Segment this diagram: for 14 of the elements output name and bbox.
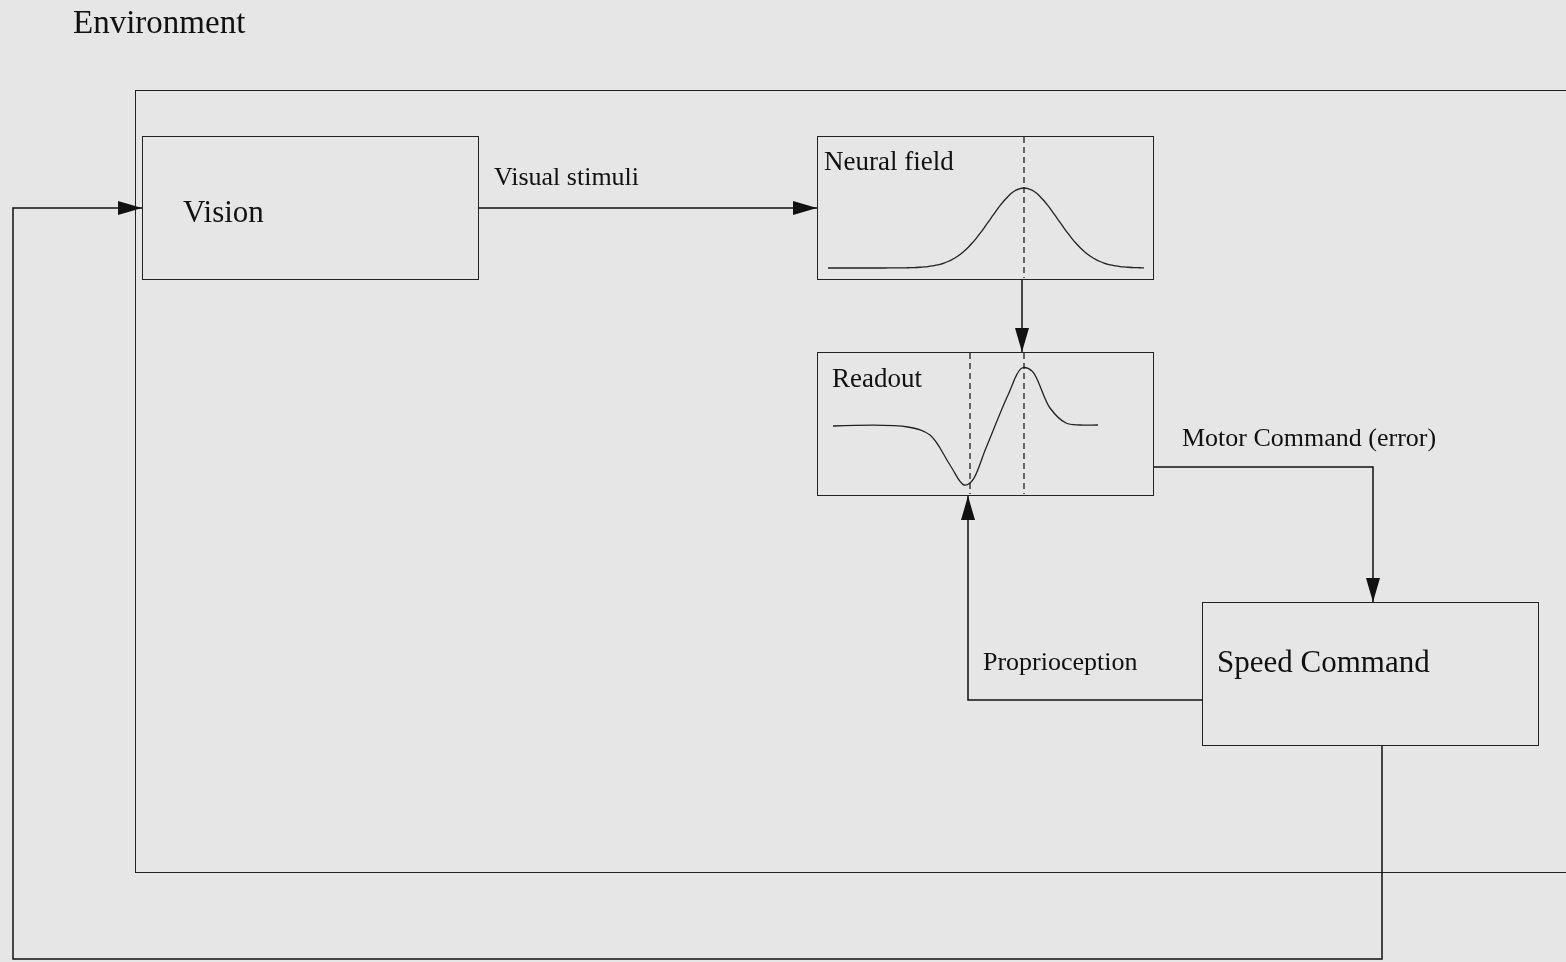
process-box [142,136,479,280]
process-box [1202,602,1539,746]
system-box [135,90,1566,873]
node-label: Environment [73,4,246,41]
arrow [961,495,1203,701]
node-label: Neural field [824,147,954,177]
node-label: Vision [183,195,264,230]
arrow [1015,279,1029,353]
node-label: Speed Command [1217,645,1430,680]
arrow [12,201,1383,960]
arrow [478,201,818,215]
node-label: Readout [832,364,922,394]
arrow [1153,466,1380,603]
process-box [817,352,1154,496]
